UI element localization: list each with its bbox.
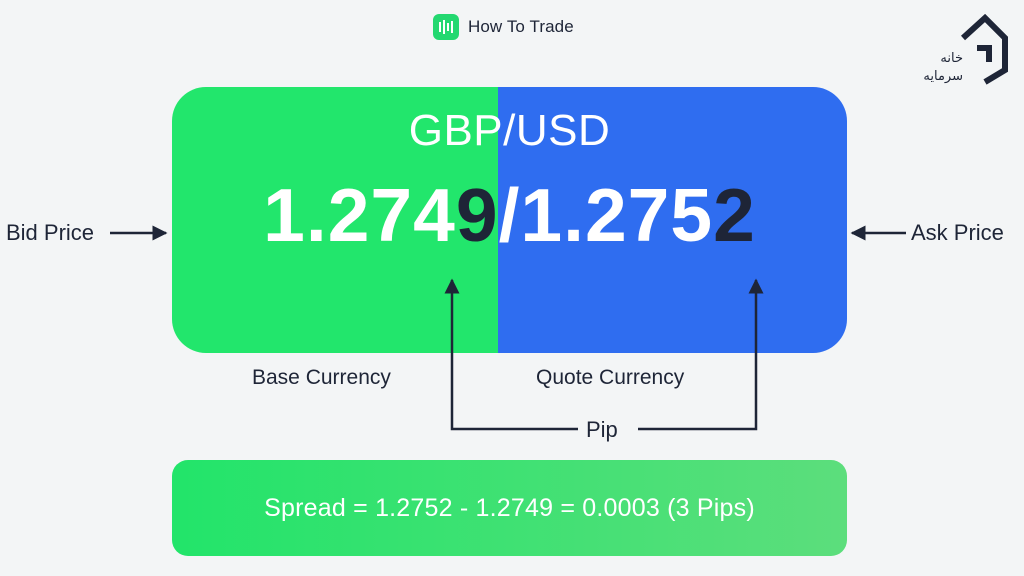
spread-formula: Spread = 1.2752 - 1.2749 = 0.0003 (3 Pip… bbox=[264, 493, 755, 522]
brand-header: How To Trade bbox=[433, 14, 574, 40]
brand-name: How To Trade bbox=[468, 17, 574, 36]
bid-price-label: Bid Price bbox=[6, 220, 95, 245]
quote-separator: / bbox=[498, 173, 521, 257]
bid-price-main: 1.274 bbox=[263, 173, 456, 257]
pip-label: Pip bbox=[586, 417, 618, 442]
ask-pip-digit: 2 bbox=[713, 173, 756, 257]
corner-logo: خانه سرمایه bbox=[893, 14, 1011, 86]
currency-pair-title: GBP/USD bbox=[408, 106, 611, 155]
corner-logo-line2: سرمایه bbox=[923, 69, 963, 84]
bar-chart-icon bbox=[433, 14, 459, 40]
house-icon bbox=[960, 14, 1008, 85]
base-currency-panel bbox=[172, 87, 498, 353]
quote-currency-label: Quote Currency bbox=[536, 366, 685, 389]
ask-price-label: Ask Price bbox=[911, 220, 1004, 245]
base-currency-label: Base Currency bbox=[252, 366, 391, 389]
corner-logo-line1: خانه bbox=[940, 51, 963, 66]
bid-pip-digit: 9 bbox=[455, 173, 499, 257]
currency-pair-card bbox=[172, 87, 847, 353]
spread-box: Spread = 1.2752 - 1.2749 = 0.0003 (3 Pip… bbox=[172, 460, 847, 556]
ask-price-main: 1.275 bbox=[520, 173, 714, 257]
price-quote: 1.2749/1.2752 bbox=[172, 178, 847, 253]
